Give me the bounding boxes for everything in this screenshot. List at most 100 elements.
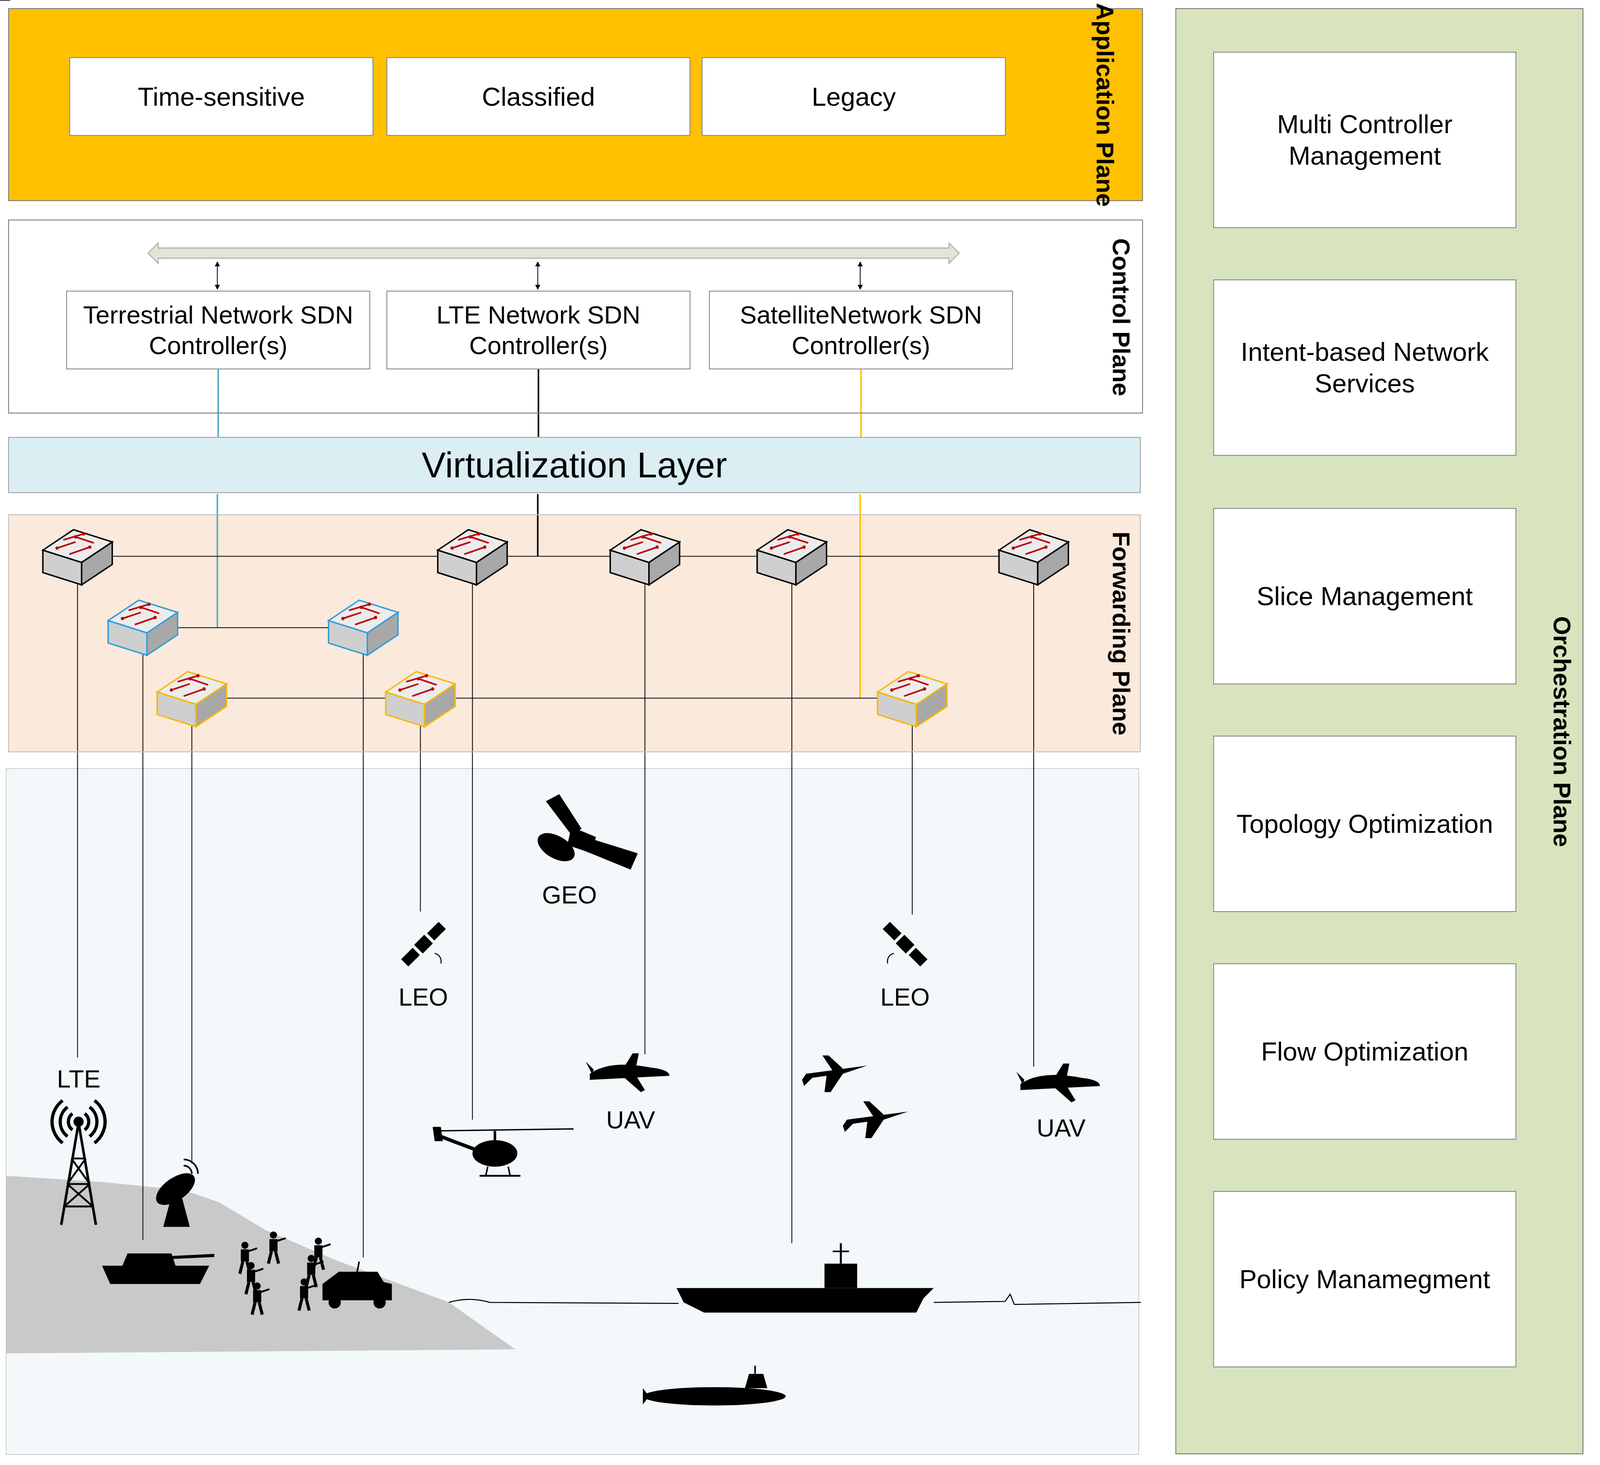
soldier-rifle (250, 1268, 264, 1273)
plane-band: Time-sensitiveClassifiedLegacyApplicatio… (8, 8, 1143, 202)
land-mass (6, 1175, 516, 1354)
switch-arrow-head (341, 616, 345, 620)
leo-satellite (882, 920, 929, 968)
soldier-head (241, 1241, 249, 1249)
switch-arrow-head (923, 687, 927, 691)
helicopter-skid (508, 1166, 511, 1176)
illustration-group (0, 0, 1141, 1406)
switch-face (385, 671, 455, 705)
node-label: Terrestrial Network SDN Controller(s) (74, 299, 363, 360)
switch-arrow (361, 607, 380, 614)
soldier-leg (268, 1250, 272, 1264)
plane-band: Multi Controller ManagementIntent-based … (1175, 8, 1584, 1454)
controller-link (859, 493, 861, 699)
switch-icon (437, 529, 507, 585)
band-fill (1175, 8, 1584, 1454)
switch-arrow (470, 536, 489, 543)
solar-panel (908, 947, 928, 967)
asset-label: UAV (605, 1105, 655, 1134)
asset-label: LTE (57, 1064, 101, 1094)
application-box: Classified (386, 57, 691, 136)
jet-wing (822, 1055, 843, 1071)
switch-arrow-head (147, 602, 151, 606)
switch-arrow (636, 546, 658, 555)
uav-wing (624, 1076, 645, 1092)
switch-arrow-head (88, 545, 92, 549)
satellite-boom (0, 0, 11, 1)
leo-satellite (400, 920, 447, 968)
switch-arrow (183, 688, 204, 696)
switch-arrow (1013, 542, 1032, 549)
tower-leg (78, 1122, 97, 1225)
soldier-head (247, 1261, 255, 1269)
submarine-tail (642, 1387, 650, 1404)
plane-band: Terrestrial Network SDN Controller(s)LTE… (8, 219, 1143, 414)
asset-link (191, 718, 193, 1164)
signal-arc (434, 953, 441, 964)
soldier-head (314, 1237, 323, 1245)
switch-arrow-head (796, 532, 800, 536)
switch-face (328, 600, 398, 633)
switch-arrow-head (196, 673, 200, 677)
humvee-antenna (357, 1261, 360, 1272)
soldier-rifle (311, 1261, 324, 1266)
tower-strut (64, 1183, 90, 1206)
controller-box: SatelliteNetwork SDN Controller(s) (708, 290, 1013, 370)
switch-face (42, 529, 113, 563)
soldier-rifle (273, 1237, 286, 1242)
switch-arrow-head (1011, 546, 1015, 550)
soldier-leg (246, 1281, 250, 1294)
switch-icon (757, 529, 827, 585)
switch-arrow (412, 688, 433, 696)
tank-barrel (171, 1254, 215, 1258)
plane-title: Control Plane (1107, 72, 1136, 563)
switch-arrow (128, 604, 149, 611)
switch-arrow-head (769, 546, 773, 550)
switch-arrow (75, 536, 95, 543)
soldier-rifle (318, 1243, 331, 1248)
switch-arrow (406, 675, 427, 682)
asset-label: GEO (542, 880, 597, 910)
switch-arrow-head (398, 688, 402, 692)
node-label: Legacy (811, 80, 896, 113)
soldier-rifle (257, 1288, 270, 1293)
submarine-hull (642, 1386, 786, 1406)
switch-icon (385, 671, 455, 727)
helicopter-body (472, 1139, 518, 1167)
radio-wave (94, 1100, 106, 1143)
switch-arrow (140, 607, 160, 614)
helicopter-tail (436, 1134, 475, 1150)
radio-wave (68, 1113, 73, 1130)
switch-arrow (57, 542, 76, 549)
switch-arrow (904, 688, 925, 696)
arrow-head (857, 284, 863, 290)
soldier-head (307, 1254, 315, 1262)
switch-arrow (452, 542, 471, 549)
switch-arrow (177, 675, 198, 682)
humvee-body (322, 1271, 392, 1301)
switch-arrow (910, 678, 929, 686)
asset-link (142, 646, 144, 1240)
tower-leg (61, 1122, 79, 1225)
soldier-leg (275, 1250, 279, 1264)
band-fill (8, 514, 1141, 753)
asset-label: LEO (398, 982, 449, 1012)
orchestration-box: Flow Optimization (1213, 963, 1517, 1140)
satellite-bus (414, 934, 434, 954)
submarine-sail (744, 1373, 768, 1388)
node-label: Intent-based Network Services (1221, 336, 1509, 399)
plane-title: Orchestration Plane (1548, 528, 1577, 935)
switch-icon (999, 529, 1069, 585)
bus-arrow (147, 242, 960, 264)
switch-arrow-head (476, 532, 480, 536)
asset-link (911, 718, 913, 915)
switch-arrow (342, 612, 362, 619)
submarine-mast (754, 1365, 756, 1374)
radio-wave (52, 1100, 63, 1143)
switch-icon (328, 600, 398, 655)
application-box: Legacy (701, 57, 1006, 136)
arrow-head (535, 261, 541, 267)
ship-mast (832, 1250, 849, 1252)
switch-face (156, 671, 227, 705)
